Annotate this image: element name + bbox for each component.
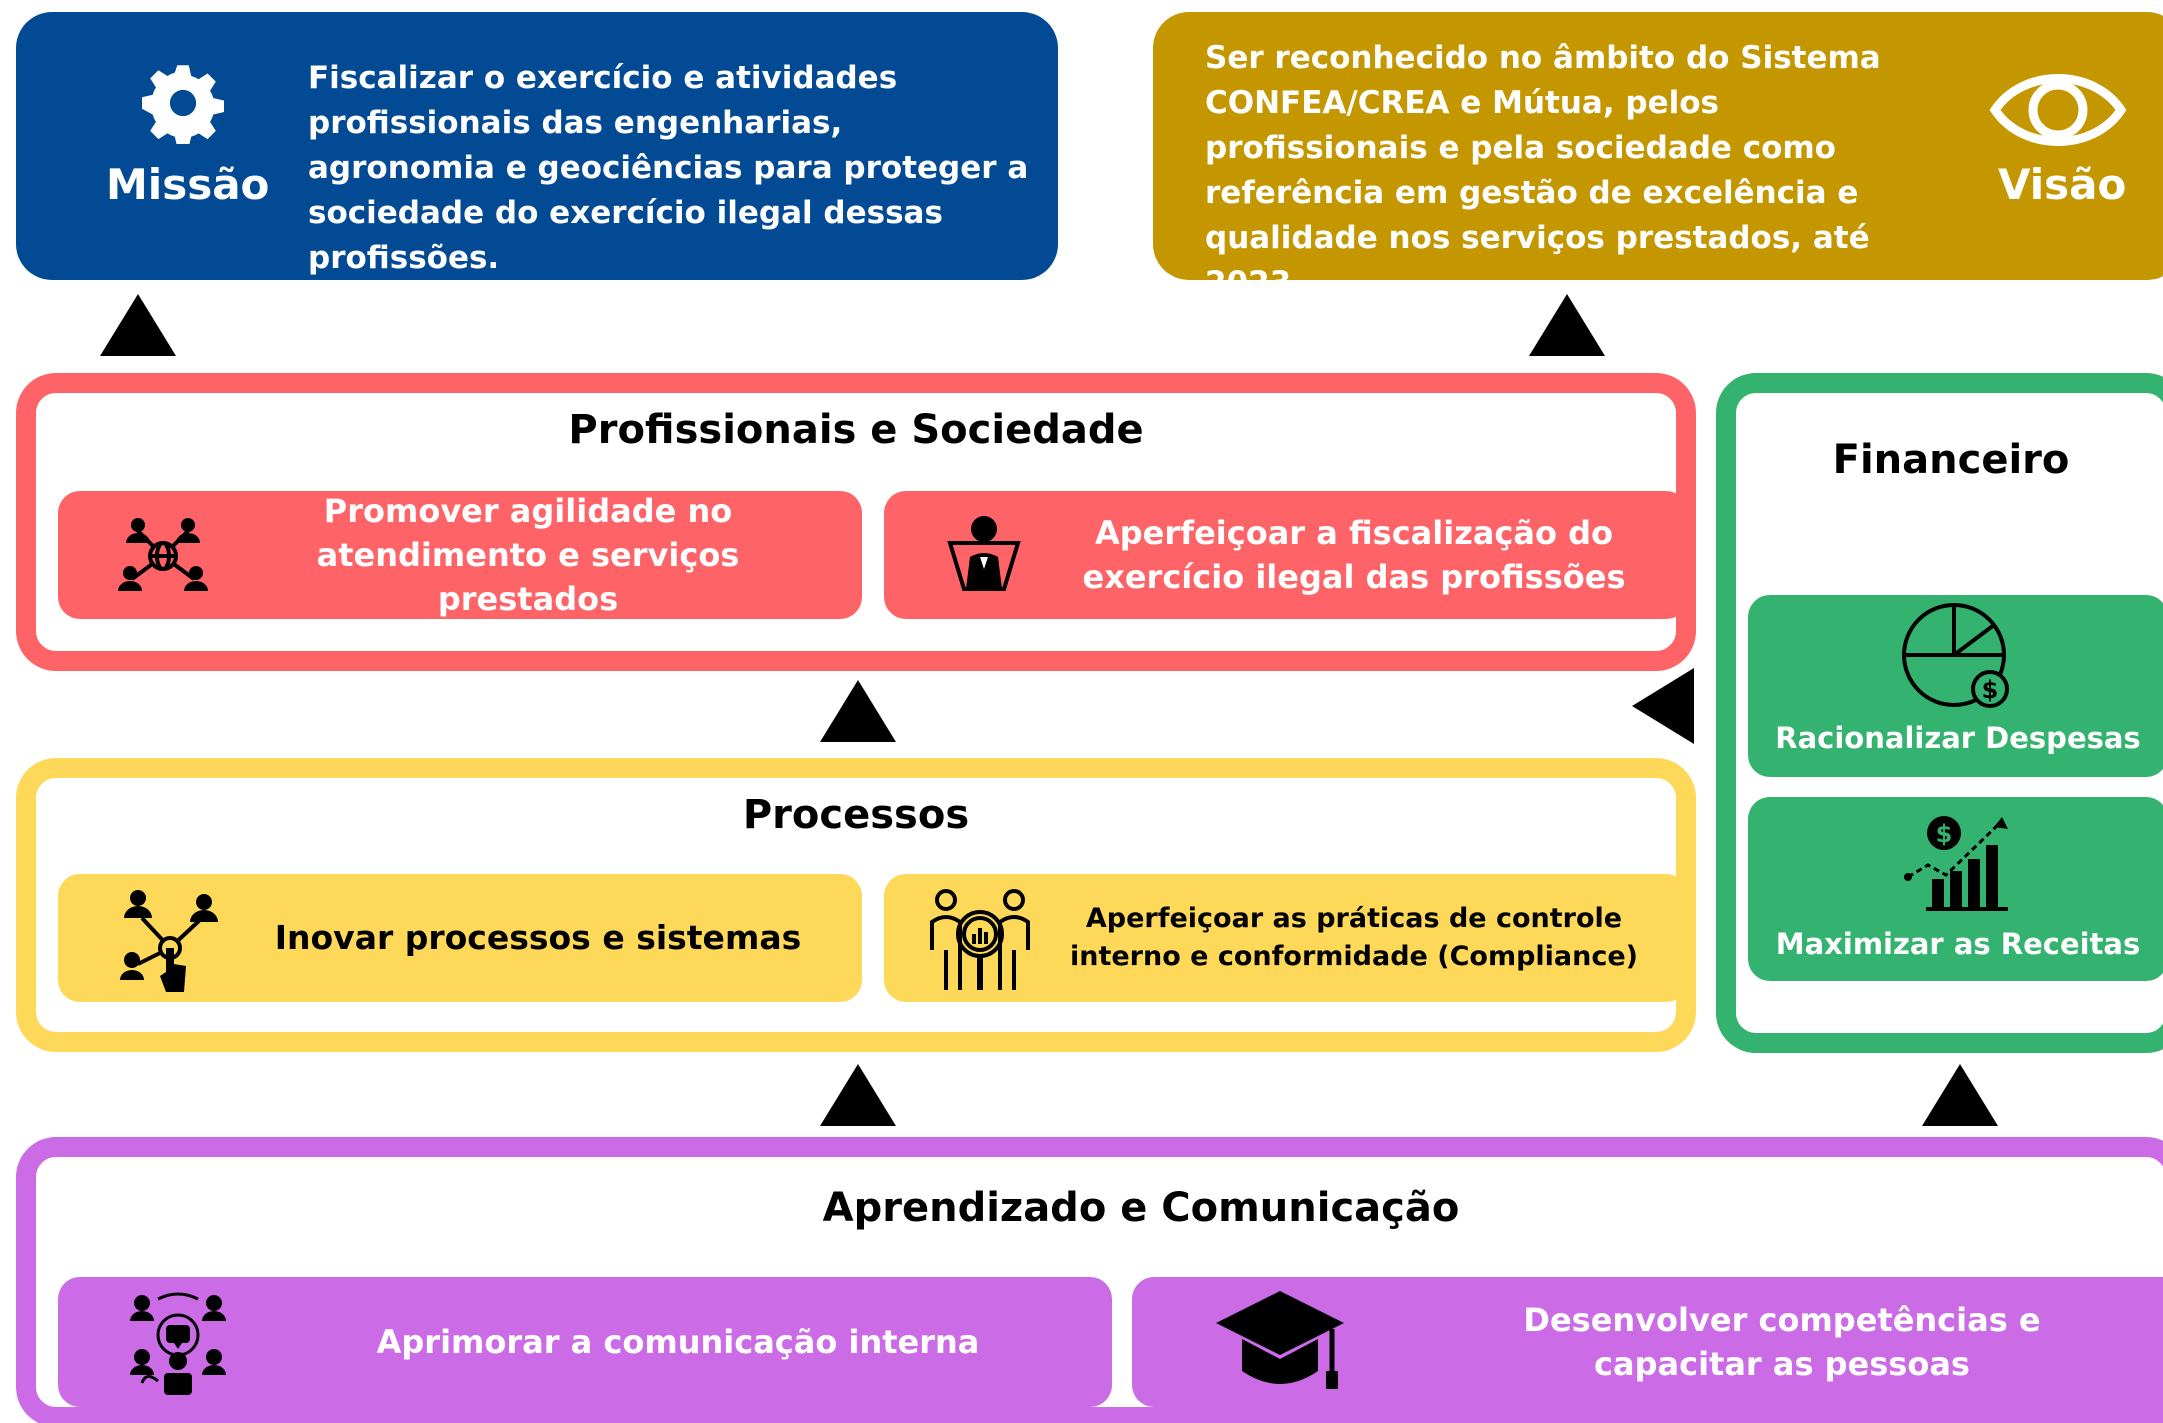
objective-label-agility: Promover agilidade no atendimento e serv… [316,492,740,618]
objective-card-expenses: $ Racionalizar Despesas [1748,595,2163,777]
processes-section: Processos Inovar processos e sistemas [16,758,1696,1052]
learning-section: Aprendizado e Comunicação Aprimorar a co… [16,1137,2163,1423]
objective-label-compliance: Aperfeiçoar as práticas de controle inte… [1069,903,1639,972]
objective-card-communication: Aprimorar a comunicação interna [58,1277,1112,1407]
vision-label: Visão [1998,160,2127,209]
learning-title: Aprendizado e Comunicação [822,1185,1460,1231]
objective-label-inspection: Aperfeiçoar a fiscalização do exercício … [1082,514,1626,596]
inspector-icon [947,516,1021,591]
objective-card-inspection: Aperfeiçoar a fiscalização do exercício … [884,491,1688,619]
mission-text: Fiscalizar o exercício e atividades prof… [308,60,1029,276]
arrow-up-learning-to-processes [820,1064,896,1126]
objective-label-innovate: Inovar processos e sistemas [274,918,802,957]
finance-section: Financeiro $ Racionalizar Despesas $ [1716,373,2163,1053]
arrow-left-finance-to-professionals [1632,668,1694,744]
graduation-cap-icon [1216,1291,1344,1389]
team-communication-icon [130,1292,226,1395]
gear-icon [142,65,224,144]
mission-box: Missão Fiscalizar o exercício e atividad… [16,12,1058,280]
arrow-up-to-mission [100,294,176,356]
svg-text:$: $ [1936,820,1953,848]
mission-label: Missão [106,160,270,209]
objective-card-innovate: Inovar processos e sistemas [58,874,862,1002]
eye-icon [1989,74,2127,146]
objective-card-agility: Promover agilidade no atendimento e serv… [58,491,862,619]
objective-card-training: Desenvolver competências e capacitar as … [1132,1277,2163,1407]
objective-label-expenses: Racionalizar Despesas [1775,721,2141,755]
network-people-icon [118,518,208,591]
objective-card-revenue: $ Maximizar as Receitas [1748,797,2163,981]
finance-title: Financeiro [1832,437,2070,483]
svg-text:$: $ [1982,676,1999,704]
objective-label-communication: Aprimorar a comunicação interna [376,1323,980,1361]
pie-chart-dollar-icon: $ [1902,603,2009,708]
growth-chart-dollar-icon: $ [1904,816,2008,911]
touch-network-icon [120,890,218,992]
professionals-title: Profissionais e Sociedade [568,407,1144,453]
vision-text: Ser reconhecido no âmbito do Sistema CON… [1205,40,1881,301]
processes-title: Processos [742,792,970,838]
vision-box: Ser reconhecido no âmbito do Sistema CON… [1153,12,2163,301]
arrow-up-to-vision [1529,294,1605,356]
audit-magnifier-icon [930,889,1030,990]
arrow-up-processes-to-professionals [820,680,896,742]
objective-label-training: Desenvolver competências e capacitar as … [1523,1301,2041,1383]
objective-card-compliance: Aperfeiçoar as práticas de controle inte… [884,874,1688,1002]
objective-label-revenue: Maximizar as Receitas [1775,927,2141,961]
professionals-section: Profissionais e Sociedade Promover agili… [16,373,1696,671]
arrow-up-learning-to-finance [1922,1064,1998,1126]
